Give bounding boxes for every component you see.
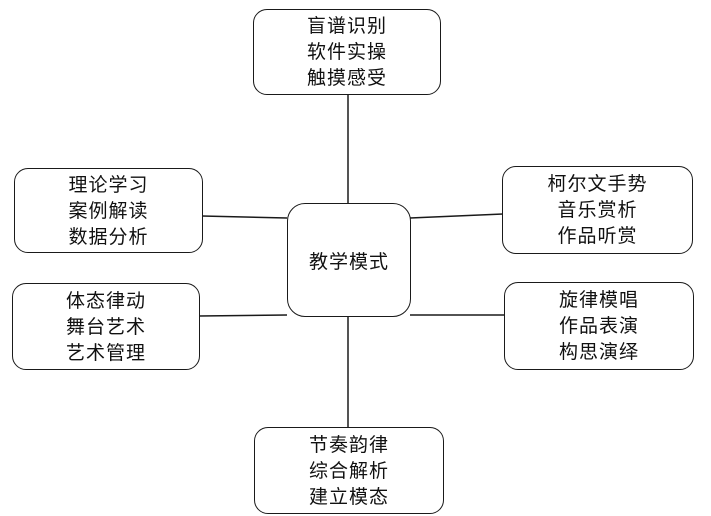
- node-top-line-2: 软件实操: [306, 41, 387, 63]
- node-top-line-1: 盲谱识别: [306, 15, 387, 37]
- node-bottom-line-1: 节奏韵律: [308, 433, 389, 456]
- node-upper-left-line-3: 数据分析: [68, 225, 149, 248]
- node-lower-left-line-3: 艺术管理: [65, 341, 146, 364]
- node-lower-right-line-2: 作品表演: [558, 315, 639, 337]
- center-label: 教学模式: [308, 250, 389, 273]
- node-upper-right: 柯尔文手势 音乐赏析 作品听赏: [502, 166, 693, 254]
- node-upper-right-line-1: 柯尔文手势: [547, 173, 648, 195]
- node-top: 盲谱识别 软件实操 触摸感受: [253, 9, 441, 95]
- connector-upper-right: [409, 213, 504, 219]
- node-upper-left-line-2: 案例解读: [68, 199, 149, 222]
- node-lower-right-line-1: 旋律模唱: [558, 289, 639, 311]
- node-upper-left: 理论学习 案例解读 数据分析: [14, 168, 203, 253]
- node-upper-right-line-3: 作品听赏: [557, 225, 638, 247]
- connector-upper-left: [201, 215, 288, 219]
- node-lower-right: 旋律模唱 作品表演 构思演绎: [504, 282, 694, 370]
- node-bottom: 节奏韵律 综合解析 建立模态: [254, 427, 444, 514]
- node-lower-left: 体态律动 舞台艺术 艺术管理: [12, 283, 200, 370]
- connector-lower-left: [198, 314, 288, 317]
- node-lower-left-line-2: 舞台艺术: [65, 315, 146, 338]
- center-node: 教学模式: [287, 203, 411, 317]
- node-upper-left-line-1: 理论学习: [68, 173, 149, 196]
- node-bottom-line-3: 建立模态: [308, 485, 389, 508]
- node-bottom-line-2: 综合解析: [308, 459, 389, 482]
- node-lower-left-line-1: 体态律动: [65, 289, 146, 312]
- node-upper-right-line-2: 音乐赏析: [557, 199, 638, 221]
- node-lower-right-line-3: 构思演绎: [558, 341, 639, 363]
- node-top-line-3: 触摸感受: [306, 67, 387, 89]
